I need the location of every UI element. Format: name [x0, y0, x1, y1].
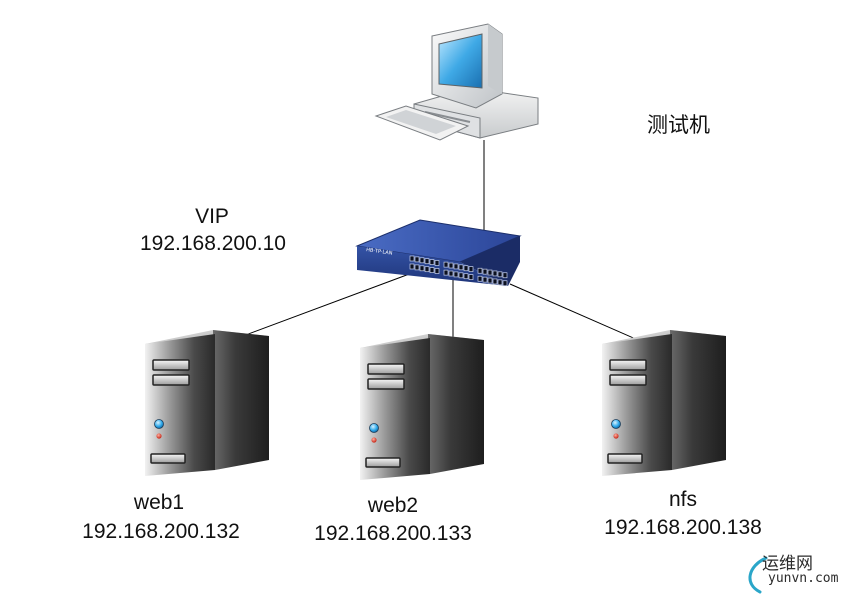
switch-port: [414, 264, 420, 271]
switch-port: [502, 272, 508, 279]
server-ip-web1: 192.168.200.132: [82, 520, 240, 543]
switch-port: [477, 267, 483, 274]
switch-port: [443, 261, 449, 268]
switch-port: [492, 278, 498, 285]
server-web2-icon: [359, 333, 485, 481]
switch-port: [424, 266, 430, 273]
switch-brand-text: HB·TP·LAN: [366, 247, 393, 257]
vip-ip: 192.168.200.10: [140, 232, 286, 255]
switch-port: [429, 267, 435, 273]
switch-port: [429, 259, 435, 265]
switch-port: [443, 269, 449, 276]
server-web1-icon: [144, 329, 270, 477]
link-switch-nfs: [509, 283, 639, 341]
switch-port: [502, 280, 508, 287]
switch-port: [487, 269, 493, 276]
switch-port: [497, 271, 503, 278]
watermark-title: 运维网: [762, 554, 813, 574]
watermark-url: yunvn.com: [768, 571, 839, 586]
switch-port: [463, 273, 469, 280]
switch-port: [419, 257, 425, 264]
switch-port: [409, 255, 415, 262]
switch-port: [409, 263, 415, 270]
watermark-arc-icon: [748, 556, 768, 594]
switch-port: [414, 256, 420, 263]
server-nfs-icon: [601, 329, 727, 477]
switch-port: [477, 275, 483, 282]
switch-port: [482, 268, 488, 275]
switch-port: [458, 264, 464, 271]
switch-port: [468, 274, 474, 280]
switch-port: [453, 263, 459, 270]
network-switch-icon: HB·TP·LAN: [355, 219, 522, 287]
switch-port: [492, 270, 498, 277]
vip-title: VIP: [195, 205, 229, 228]
server-ip-nfs: 192.168.200.138: [604, 516, 762, 539]
switch-port: [482, 276, 488, 283]
watermark: 运维网 yunvn.com: [744, 548, 850, 594]
switch-port: [434, 268, 440, 274]
switch-port: [497, 279, 503, 286]
switch-port: [434, 260, 440, 266]
tester-label: 测试机: [647, 114, 710, 137]
switch-port: [419, 265, 425, 272]
switch-port: [453, 271, 459, 278]
switch-port: [468, 266, 474, 272]
desktop-computer-icon: [374, 23, 539, 141]
switch-port: [458, 272, 464, 279]
server-name-nfs: nfs: [668, 488, 698, 511]
switch-port: [424, 258, 430, 265]
switch-port: [463, 265, 469, 272]
switch-port: [448, 270, 454, 277]
switch-port: [487, 277, 493, 284]
switch-port: [448, 262, 454, 269]
server-name-web1: web1: [133, 491, 185, 514]
server-name-web2: web2: [367, 494, 419, 517]
server-ip-web2: 192.168.200.133: [314, 522, 472, 545]
